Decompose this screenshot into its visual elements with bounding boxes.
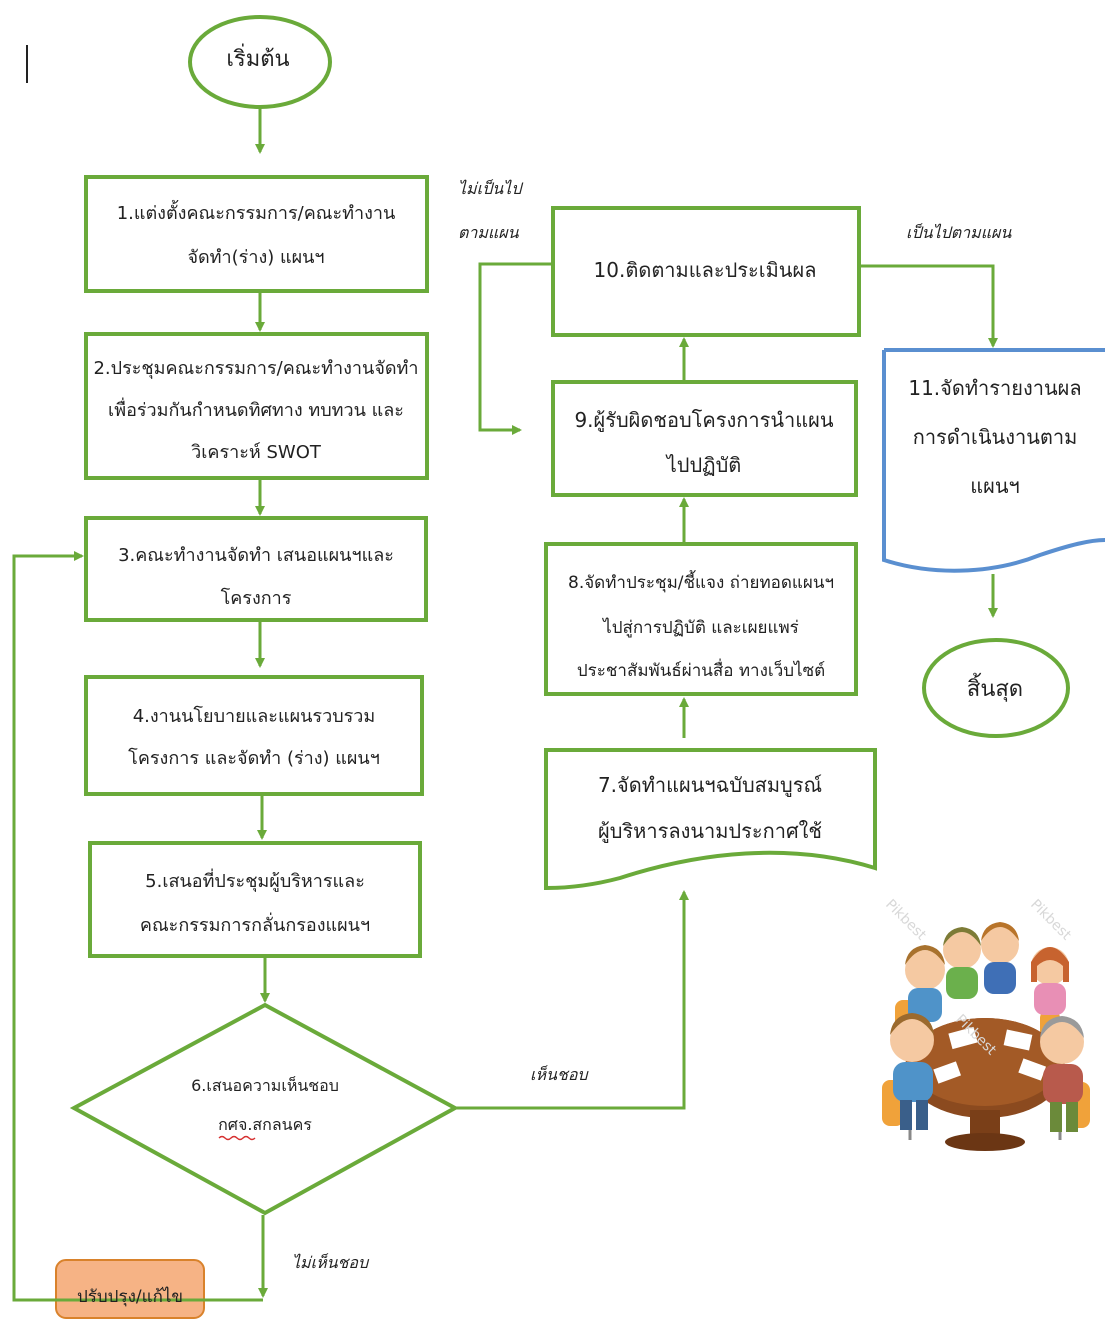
step-11-line-3: แผนฯ xyxy=(970,474,1020,498)
watermark-2: Pikbest xyxy=(1027,897,1074,944)
step-8-line-3: ประชาสัมพันธ์ผ่านสื่อ ทางเว็บไซต์ xyxy=(577,658,825,681)
step-1-line-1: 1.แต่งตั้งคณะกรรมการ/คณะทำงาน xyxy=(117,200,396,224)
step-6-line-1: 6.เสนอความเห็นชอบ xyxy=(191,1075,339,1095)
step-8-line-2: ไปสู่การปฏิบัติ และเผยแพร่ xyxy=(601,617,799,638)
fix-box xyxy=(55,1259,205,1319)
step-7-line-1: 7.จัดทำแผนฯฉบับสมบูรณ์ xyxy=(598,773,822,798)
approve-label: เห็นชอบ xyxy=(530,1065,589,1084)
arrow-10-back-to-9 xyxy=(478,262,553,435)
step-4-box xyxy=(84,675,424,796)
start-node xyxy=(188,15,332,109)
step-6-decision xyxy=(69,1002,460,1216)
step-4-line-2: โครงการ และจัดทำ (ร่าง) แผนฯ xyxy=(128,747,380,769)
step-9-line-1: 9.ผู้รับผิดชอบโครงการนำแผน xyxy=(574,408,833,433)
step-3-box xyxy=(84,516,428,622)
step-11-line-1: 11.จัดทำรายงานผล xyxy=(908,376,1081,400)
arrow-10-to-11 xyxy=(860,264,998,348)
step-11-line-2: การดำเนินงานตาม xyxy=(913,425,1078,449)
not-approve-label: ไม่เห็นชอบ xyxy=(292,1253,370,1272)
not-as-plan-line-2: ตามแผน xyxy=(458,223,520,242)
step-2-line-1: 2.ประชุมคณะกรรมการ/คณะทำงานจัดทำ xyxy=(93,358,418,379)
step-5-line-2: คณะกรรมการกลั่นกรองแผนฯ xyxy=(140,912,370,936)
step-10-label: 10.ติดตามและประเมินผล xyxy=(594,258,817,282)
arrow-approve-to-7 xyxy=(456,890,689,1110)
step-2-line-3: วิเคราะห์ SWOT xyxy=(191,442,322,463)
meeting-people-icon xyxy=(882,922,1090,1151)
step-10-box xyxy=(551,206,861,337)
step-3-line-2: โครงการ xyxy=(221,587,292,609)
step-8-box xyxy=(544,542,858,696)
arrow-loop-back-to-3 xyxy=(12,551,263,1302)
step-4-line-1: 4.งานนโยบายและแผนรวบรวม xyxy=(133,705,376,727)
start-label: เริ่มต้น xyxy=(226,43,289,72)
fix-label: ปรับปรุง/แก้ไข xyxy=(77,1286,183,1307)
spellcheck-underline xyxy=(218,1135,256,1141)
as-plan-label: เป็นไปตามแผน xyxy=(906,223,1012,242)
step-6-line-2: กศจ.สกลนคร xyxy=(218,1115,312,1134)
step-9-line-2: ไปปฏิบัติ xyxy=(665,453,742,477)
step-2-line-2: เพื่อร่วมกันกำหนดทิศทาง ทบทวน และ xyxy=(108,397,404,421)
end-node xyxy=(922,638,1070,738)
step-1-line-2: จัดทำ(ร่าง) แผนฯ xyxy=(187,247,324,268)
step-8-line-1: 8.จัดทำประชุม/ชี้แจง ถ่ายทอดแผนฯ xyxy=(568,570,834,593)
step-7-document xyxy=(544,748,877,891)
step-9-box xyxy=(551,380,858,497)
not-as-plan-line-1: ไม่เป็นไป xyxy=(458,179,524,198)
step-11-document xyxy=(882,348,1105,573)
step-3-line-1: 3.คณะทำงานจัดทำ เสนอแผนฯและ xyxy=(118,545,394,566)
step-7-line-2: ผู้บริหารลงนามประกาศใช้ xyxy=(598,819,822,844)
step-5-box xyxy=(88,841,422,958)
end-label: สิ้นสุด xyxy=(967,673,1023,702)
text-cursor xyxy=(26,45,28,83)
step-5-line-1: 5.เสนอที่ประชุมผู้บริหารและ xyxy=(145,868,365,892)
watermark-1: Pikbest xyxy=(882,897,929,944)
step-2-box xyxy=(84,332,429,480)
step-1-box xyxy=(84,175,429,293)
